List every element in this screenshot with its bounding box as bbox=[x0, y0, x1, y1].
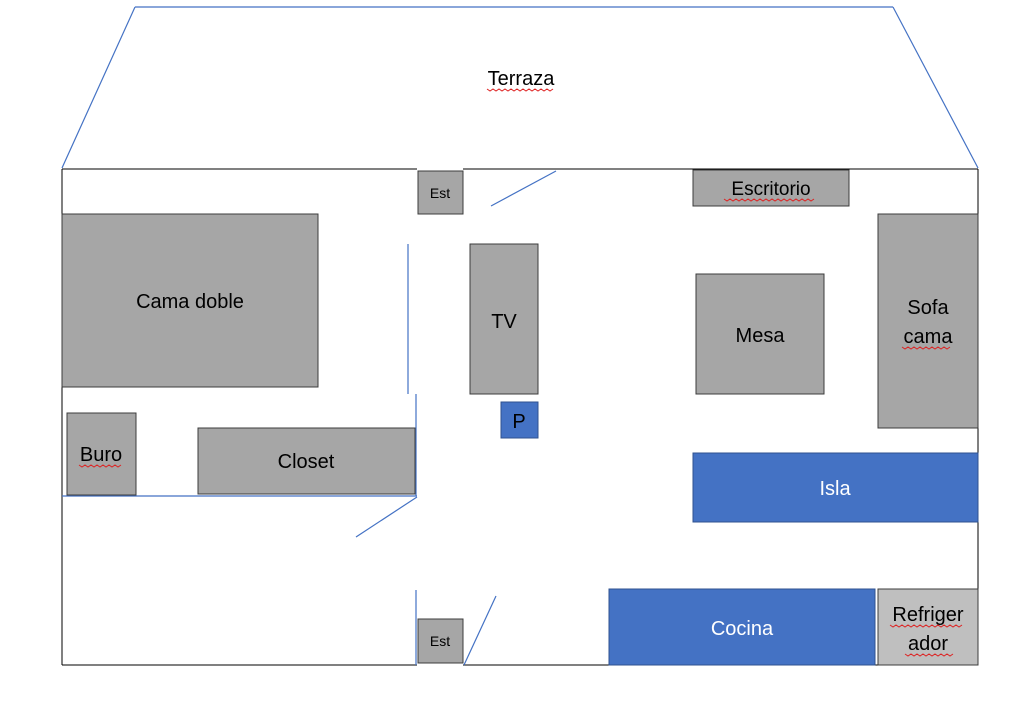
escritorio: Escritorio bbox=[692, 169, 850, 207]
cama-doble-label: Cama doble bbox=[136, 291, 244, 313]
est-bottom-label: Est bbox=[430, 633, 450, 649]
spellcheck-underline bbox=[889, 624, 963, 628]
est-bottom-box bbox=[417, 618, 464, 664]
cocina-box bbox=[608, 588, 876, 666]
cocina-label: Cocina bbox=[711, 618, 774, 640]
door-bathroom bbox=[355, 496, 418, 538]
terrace-right-edge bbox=[892, 6, 979, 169]
sofa-label-line1: Sofa bbox=[907, 297, 949, 319]
spellcheck-underline bbox=[901, 346, 951, 350]
buro-box bbox=[66, 412, 137, 496]
refri-label-line2: ador bbox=[908, 633, 948, 655]
sofa-cama: Sofa cama bbox=[877, 213, 979, 429]
sofa-cama-box bbox=[877, 213, 979, 429]
refrigerador-box bbox=[877, 588, 979, 666]
mesa-box bbox=[695, 273, 825, 395]
isla: Isla bbox=[692, 452, 979, 523]
est-top-box bbox=[417, 170, 464, 215]
sofa-label-line2: cama bbox=[904, 326, 954, 348]
doors bbox=[355, 170, 557, 666]
est-bottom: Est bbox=[417, 618, 464, 664]
cama-doble-box bbox=[61, 213, 319, 388]
tv: TV bbox=[469, 243, 539, 395]
isla-box bbox=[692, 452, 979, 523]
spellcheck-underline bbox=[486, 88, 554, 92]
p-label: P bbox=[512, 411, 525, 433]
terrace: Terraza bbox=[61, 6, 979, 169]
mesa-label: Mesa bbox=[736, 325, 786, 347]
cama-doble: Cama doble bbox=[61, 213, 319, 388]
p-box bbox=[500, 401, 539, 439]
refrigerador: Refriger ador bbox=[877, 588, 979, 666]
spellcheck-underline bbox=[78, 464, 122, 468]
spellcheck-underline bbox=[723, 198, 815, 202]
tv-label: TV bbox=[491, 311, 517, 333]
p-marker: P bbox=[500, 401, 539, 439]
refri-label-line1: Refriger bbox=[892, 604, 963, 626]
cocina: Cocina bbox=[608, 588, 876, 666]
door-top bbox=[490, 170, 557, 207]
spellcheck-underline bbox=[904, 653, 954, 657]
buro-label: Buro bbox=[80, 444, 122, 466]
terrace-label: Terraza bbox=[488, 68, 556, 90]
buro: Buro bbox=[66, 412, 137, 496]
tv-box bbox=[469, 243, 539, 395]
escritorio-label: Escritorio bbox=[731, 179, 810, 200]
door-bottom bbox=[463, 595, 497, 666]
est-top-label: Est bbox=[430, 185, 450, 201]
closet-box bbox=[197, 427, 416, 495]
est-top: Est bbox=[417, 170, 464, 215]
closet: Closet bbox=[197, 427, 416, 495]
terrace-left-edge bbox=[61, 6, 136, 169]
closet-label: Closet bbox=[278, 451, 335, 473]
isla-label: Isla bbox=[819, 478, 851, 500]
mesa: Mesa bbox=[695, 273, 825, 395]
